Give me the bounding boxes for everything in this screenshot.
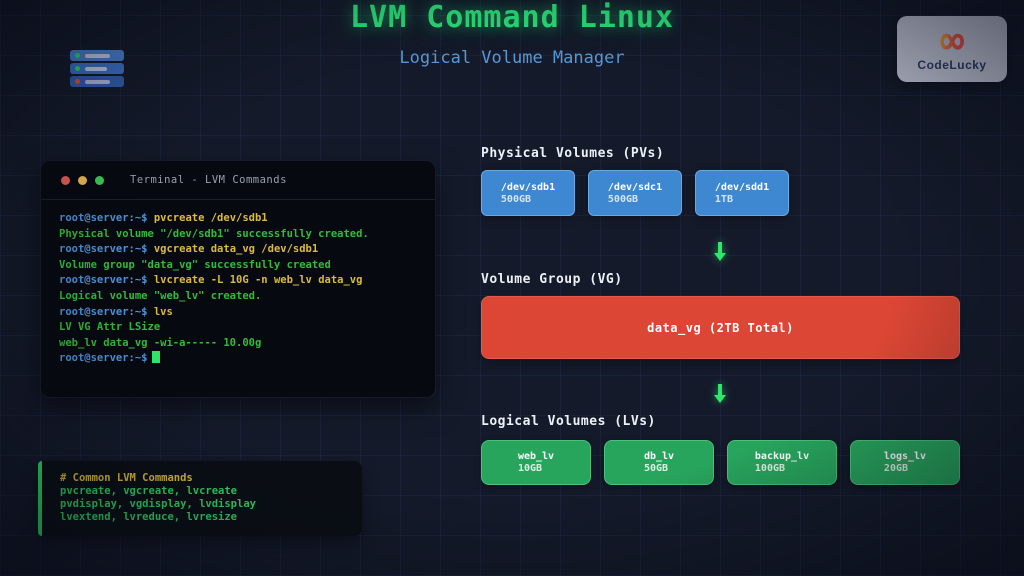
close-icon[interactable] (61, 175, 70, 185)
pv-row: /dev/sdb1 500GB /dev/sdc1 500GB /dev/sdd… (481, 170, 789, 216)
pv-size: 500GB (500, 193, 532, 205)
terminal-prompt: root@server:~$ (59, 305, 148, 318)
terminal-line: root@server:~$ lvcreate -L 10G -n web_lv… (59, 273, 417, 289)
terminal-command: vgcreate data_vg /dev/sdb1 (153, 243, 319, 256)
lv-size: 100GB (754, 463, 786, 474)
pv-name: /dev/sdc1 (607, 181, 663, 193)
page-subtitle: Logical Volume Manager (399, 48, 625, 68)
lv-box: backup_lv 100GB (727, 440, 837, 485)
minimize-icon[interactable] (78, 175, 87, 185)
terminal-window: Terminal - LVM Commands root@server:~$ p… (40, 160, 436, 398)
terminal-line: web_lv data_vg -wi-a----- 10.00g (59, 336, 417, 352)
terminal-output: Physical volume "/dev/sdb1" successfully… (59, 227, 369, 240)
terminal-command: lvcreate -L 10G -n web_lv data_vg (153, 274, 363, 287)
terminal-prompt: root@server:~$ (59, 352, 148, 365)
arrow-down-icon (714, 384, 726, 403)
commands-heading: # Common LVM Commands (60, 472, 193, 484)
pv-box-content: /dev/sdb1 500GB (501, 182, 555, 205)
commands-row: pvcreate, vgcreate, lvcreate (60, 485, 238, 497)
commands-row: lvextend, lvreduce, lvresize (60, 511, 238, 523)
lv-size: 50GB (643, 463, 669, 474)
pv-box: /dev/sdd1 1TB (695, 170, 789, 216)
lv-box: logs_lv 20GB (850, 440, 960, 485)
terminal-cursor[interactable] (151, 351, 160, 364)
pv-box-content: /dev/sdd1 1TB (715, 182, 769, 205)
lv-name: backup_lv (754, 451, 810, 462)
terminal-output: Logical volume "web_lv" created. (59, 289, 262, 302)
pv-box-content: /dev/sdc1 500GB (608, 182, 662, 205)
terminal-prompt: root@server:~$ (59, 212, 148, 224)
terminal-title: Terminal - LVM Commands (130, 174, 287, 186)
commands-row: pvdisplay, vgdisplay, lvdisplay (60, 498, 256, 510)
terminal-output: Volume group "data_vg" successfully crea… (59, 258, 331, 271)
lv-size: 10GB (517, 463, 543, 474)
terminal-command: pvcreate /dev/sdb1 (153, 212, 268, 224)
terminal-output: web_lv data_vg -wi-a----- 10.00g (59, 336, 262, 349)
vg-label: data_vg (2TB Total) (647, 320, 794, 335)
section-heading-vg: Volume Group (VG) (481, 272, 623, 287)
lv-box-content: logs_lv 20GB (884, 451, 926, 474)
server-bar (70, 76, 124, 87)
terminal-line: Volume group "data_vg" successfully crea… (59, 258, 417, 274)
section-heading-lv: Logical Volumes (LVs) (481, 414, 656, 429)
terminal-titlebar: Terminal - LVM Commands (41, 161, 435, 200)
pv-size: 1TB (714, 193, 733, 205)
lv-name: db_lv (643, 451, 675, 462)
brand-logo-card: ∞ CodeLucky (897, 16, 1007, 82)
terminal-line: root@server:~$ pvcreate /dev/sdb1 (59, 211, 417, 227)
lv-box: web_lv 10GB (481, 440, 591, 485)
terminal-output: LV VG Attr LSize (59, 321, 161, 334)
lv-box-content: db_lv 50GB (644, 451, 674, 474)
terminal-line: LV VG Attr LSize (59, 320, 417, 336)
terminal-body: root@server:~$ pvcreate /dev/sdb1 Physic… (41, 200, 435, 367)
pv-box: /dev/sdb1 500GB (481, 170, 575, 216)
lv-name: web_lv (517, 451, 555, 462)
common-commands-box: # Common LVM Commands pvcreate, vgcreate… (38, 461, 362, 536)
terminal-line: root@server:~$ vgcreate data_vg /dev/sdb… (59, 242, 417, 258)
terminal-line: root@server:~$ (59, 351, 417, 367)
terminal-line: Logical volume "web_lv" created. (59, 289, 417, 305)
pv-size: 500GB (607, 193, 639, 205)
lv-box: db_lv 50GB (604, 440, 714, 485)
page-title: LVM Command Linux (349, 0, 675, 35)
terminal-prompt: root@server:~$ (59, 243, 148, 256)
lv-box-content: web_lv 10GB (518, 451, 554, 474)
terminal-prompt: root@server:~$ (59, 274, 148, 287)
server-slot (85, 79, 110, 84)
infinity-icon: ∞ (939, 18, 965, 64)
section-heading-pv: Physical Volumes (PVs) (481, 146, 665, 161)
brand-name: CodeLucky (917, 58, 987, 72)
vg-box: data_vg (2TB Total) (481, 296, 960, 359)
header: LVM Command Linux Logical Volume Manager (0, 0, 1024, 68)
terminal-line: root@server:~$ lvs (59, 305, 417, 321)
lv-size: 20GB (883, 463, 909, 474)
terminal-line: Physical volume "/dev/sdb1" successfully… (59, 227, 417, 243)
arrow-down-icon (714, 242, 726, 261)
status-dot-red (75, 79, 80, 84)
lv-row: web_lv 10GB db_lv 50GB backup_lv 100GB l… (481, 440, 960, 485)
maximize-icon[interactable] (95, 175, 104, 185)
pv-box: /dev/sdc1 500GB (588, 170, 682, 216)
lv-box-content: backup_lv 100GB (755, 451, 809, 474)
pv-name: /dev/sdd1 (714, 181, 770, 193)
pv-name: /dev/sdb1 (500, 181, 556, 193)
lv-name: logs_lv (883, 451, 927, 462)
terminal-command: lvs (153, 305, 173, 318)
